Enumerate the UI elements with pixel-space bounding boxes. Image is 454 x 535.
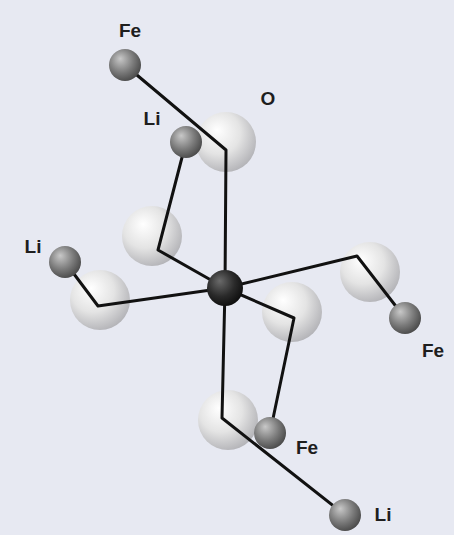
bond-line bbox=[222, 288, 345, 515]
atom-label: Li bbox=[25, 237, 42, 256]
cation-sphere bbox=[329, 499, 361, 531]
cation-sphere bbox=[49, 246, 81, 278]
bond-line bbox=[225, 288, 294, 433]
bond-line bbox=[158, 142, 225, 288]
central-atom bbox=[207, 270, 243, 306]
cation-sphere bbox=[170, 126, 202, 158]
bond-line bbox=[65, 262, 225, 306]
atom-label: Fe bbox=[296, 438, 318, 457]
cation-sphere bbox=[109, 49, 141, 81]
atom-label: Fe bbox=[119, 21, 141, 40]
atom-label: Li bbox=[375, 505, 392, 524]
cation-sphere bbox=[254, 417, 286, 449]
bond-line bbox=[225, 256, 405, 318]
atom-label: O bbox=[261, 89, 276, 108]
cation-sphere bbox=[389, 302, 421, 334]
atom-label: Fe bbox=[422, 341, 444, 360]
atom-label: Li bbox=[144, 109, 161, 128]
bond-line bbox=[125, 65, 226, 288]
